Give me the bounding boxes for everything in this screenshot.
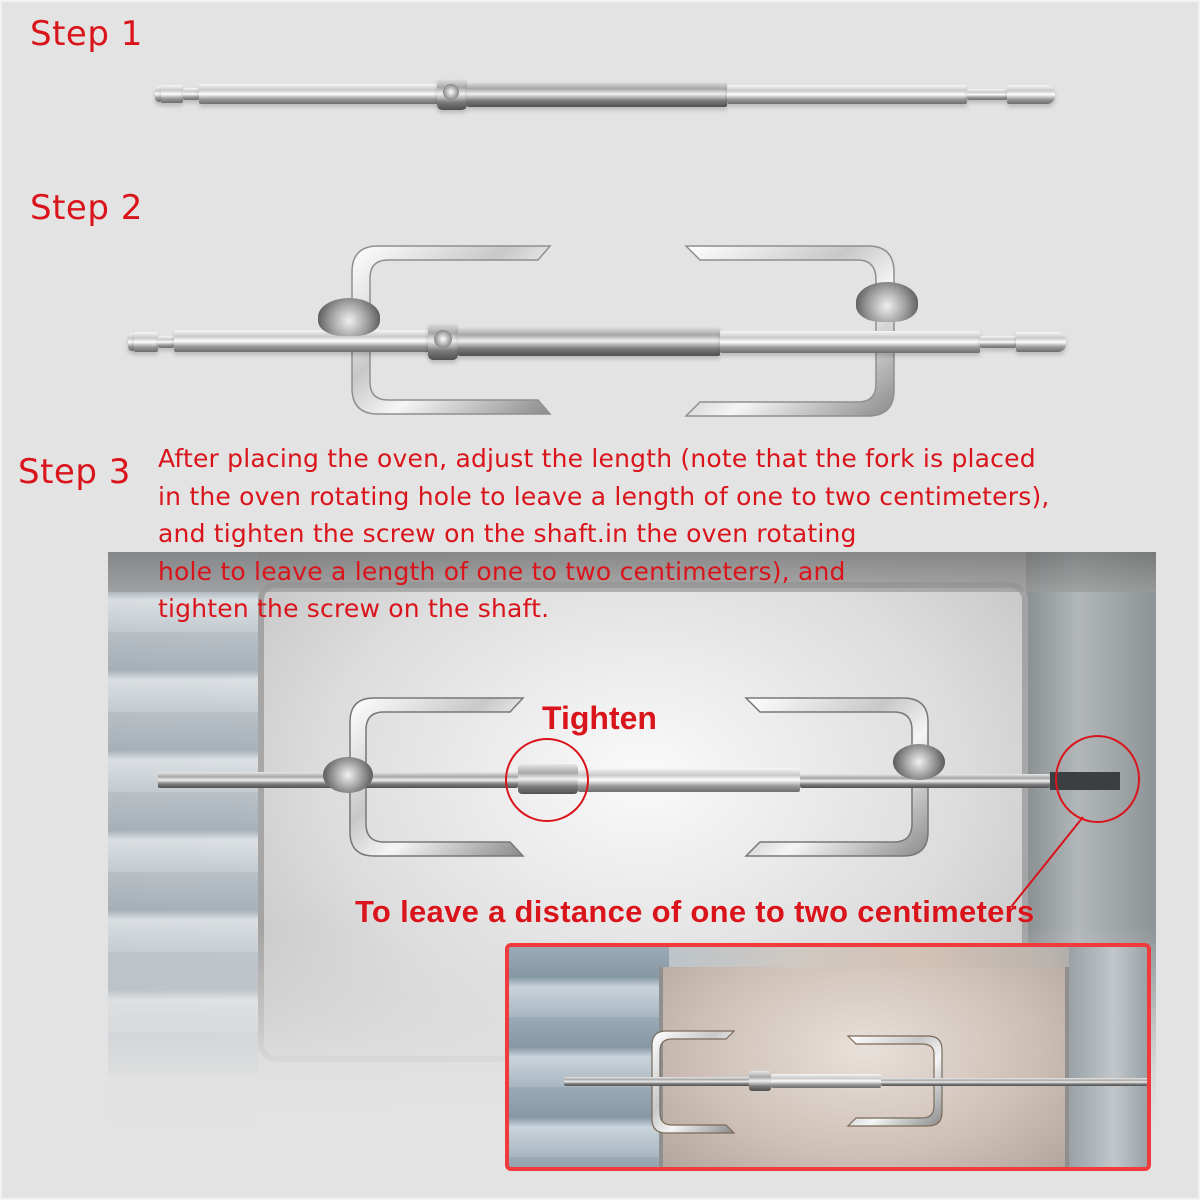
step-1-label: Step 1: [30, 14, 143, 54]
inset-rod-shaft-2: [881, 1078, 1147, 1086]
step-1-rod-image: [155, 78, 1065, 110]
oven-left-fork-icon: [349, 697, 525, 857]
right-wing-nut-icon: [856, 282, 918, 322]
oven-left-wing-nut-icon: [323, 757, 373, 793]
oven-rod-tube: [578, 768, 800, 792]
step-3-instructions: After placing the oven, adjust the lengt…: [158, 440, 1138, 628]
screw-head-icon: [434, 330, 452, 348]
rod-sleeve-tube: [467, 81, 727, 107]
instruction-line: After placing the oven, adjust the lengt…: [158, 444, 1036, 473]
rod-square-shaft: [199, 84, 439, 104]
step-2-label: Step 2: [30, 188, 143, 228]
rod-sleeve-tube: [458, 326, 720, 356]
rod-neck-2: [967, 89, 1007, 100]
right-fork-icon: [684, 245, 895, 417]
rod-tip: [155, 86, 163, 102]
inset-screw-collar: [749, 1071, 771, 1091]
rod-neck: [183, 88, 199, 100]
rod-hex-end: [161, 85, 183, 103]
rod-tip: [128, 333, 136, 351]
step-2-rotisserie-image: [128, 238, 1068, 423]
inset-rod-tube: [771, 1074, 881, 1088]
rod-hex-end-2: [1016, 332, 1066, 352]
oven-right-wing-nut-icon: [893, 744, 945, 780]
step-3-label: Step 3: [18, 452, 131, 492]
left-wing-nut-icon: [318, 298, 380, 336]
inset-back-panel: [659, 967, 1069, 1167]
oven-rod-shaft-2: [800, 774, 1050, 788]
inset-oven-photo: [505, 943, 1151, 1171]
inset-rod-shaft: [564, 1077, 754, 1086]
distance-label: To leave a distance of one to two centim…: [355, 894, 1035, 929]
instruction-line: hole to leave a length of one to two cen…: [158, 556, 846, 586]
rod-hex-end-2: [1007, 85, 1055, 104]
inset-left-wall: [509, 947, 669, 1167]
distance-circle-highlight: [1055, 735, 1140, 823]
callout-pointer-line-icon: [1010, 816, 1084, 908]
instruction-line: in the oven rotating hole to leave a len…: [158, 481, 1050, 511]
instruction-line: tighten the screw on the shaft.: [158, 594, 550, 623]
inset-right-fork-icon: [846, 1035, 943, 1127]
rod-square-shaft-2: [727, 85, 967, 104]
screw-head-icon: [443, 84, 459, 100]
inset-left-fork-icon: [651, 1030, 736, 1134]
oven-top-edge: [108, 552, 1156, 592]
tighten-circle-highlight: [505, 738, 589, 822]
rod-neck-2: [980, 336, 1016, 348]
inset-right-wall: [1069, 947, 1147, 1167]
rod-neck: [158, 336, 174, 348]
oven-right-fork-icon: [744, 697, 929, 857]
rod-hex-end: [134, 332, 158, 352]
instruction-line: and tighten the screw on the shaft.in th…: [158, 519, 857, 548]
left-fork-icon: [351, 245, 552, 415]
rod-square-shaft-2: [720, 331, 980, 353]
rod-square-shaft: [174, 330, 434, 352]
tighten-label: Tighten: [542, 700, 657, 736]
